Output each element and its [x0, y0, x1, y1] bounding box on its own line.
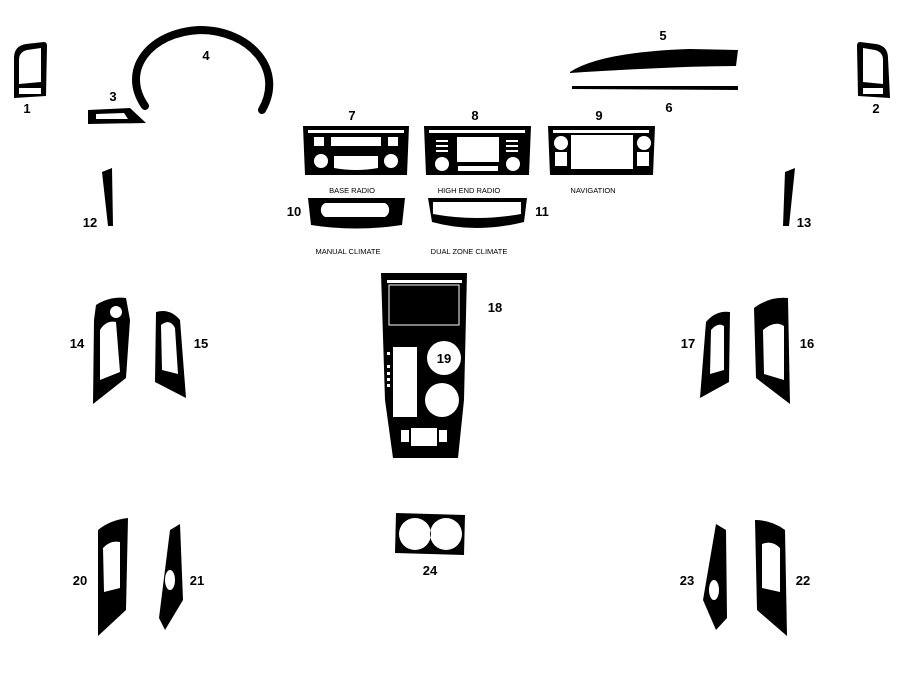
part-9-navigation-bezel — [548, 126, 655, 175]
part-13-strip — [783, 168, 795, 226]
part-18-center-console — [381, 273, 467, 458]
label-17: 17 — [681, 336, 695, 351]
label-7: 7 — [348, 108, 355, 123]
part-4-gauge-hood — [132, 25, 274, 114]
caption-navigation: NAVIGATION — [570, 186, 615, 195]
part-11-dual-zone-climate-bezel — [428, 198, 527, 228]
label-12: 12 — [83, 215, 97, 230]
part-5-dash-strip — [570, 49, 738, 73]
label-23: 23 — [680, 573, 694, 588]
part-19-cup-ring — [427, 341, 461, 375]
label-5: 5 — [659, 28, 666, 43]
part-24-cup-holder-trim — [395, 513, 465, 555]
label-15: 15 — [194, 336, 208, 351]
part-3-trim — [88, 108, 146, 124]
label-9: 9 — [595, 108, 602, 123]
part-23-door-panel — [703, 524, 727, 630]
part-21-door-panel — [159, 524, 183, 630]
part-22-door-panel — [755, 520, 787, 636]
part-7-base-radio-bezel — [303, 126, 409, 175]
part-14-door-panel — [93, 297, 130, 404]
label-20: 20 — [73, 573, 87, 588]
label-10: 10 — [287, 204, 301, 219]
part-2-right-vent-bezel — [857, 42, 890, 98]
part-16-door-panel — [754, 297, 790, 404]
label-3: 3 — [109, 89, 116, 104]
caption-high-end-radio: HIGH END RADIO — [438, 186, 501, 195]
label-2: 2 — [872, 101, 879, 116]
part-15-door-panel — [155, 311, 186, 398]
label-18: 18 — [488, 300, 502, 315]
label-13: 13 — [797, 215, 811, 230]
label-16: 16 — [800, 336, 814, 351]
label-22: 22 — [796, 573, 810, 588]
label-6: 6 — [665, 100, 672, 115]
part-6-thin-strip — [572, 86, 738, 90]
part-12-strip — [102, 168, 113, 226]
part-8-high-end-radio-bezel — [424, 126, 531, 175]
label-1: 1 — [23, 101, 30, 116]
part-10-manual-climate-bezel — [308, 198, 405, 229]
label-24: 24 — [423, 563, 438, 578]
label-8: 8 — [471, 108, 478, 123]
caption-manual-climate: MANUAL CLIMATE — [315, 247, 380, 256]
part-17-door-panel — [700, 311, 730, 398]
caption-dual-zone-climate: DUAL ZONE CLIMATE — [431, 247, 508, 256]
label-11: 11 — [535, 204, 549, 219]
label-21: 21 — [190, 573, 204, 588]
part-20-door-panel — [98, 518, 128, 636]
label-19: 19 — [437, 351, 451, 366]
part-1-left-vent-bezel — [14, 42, 47, 98]
label-4: 4 — [202, 48, 210, 63]
caption-base-radio: BASE RADIO — [329, 186, 375, 195]
label-14: 14 — [70, 336, 85, 351]
